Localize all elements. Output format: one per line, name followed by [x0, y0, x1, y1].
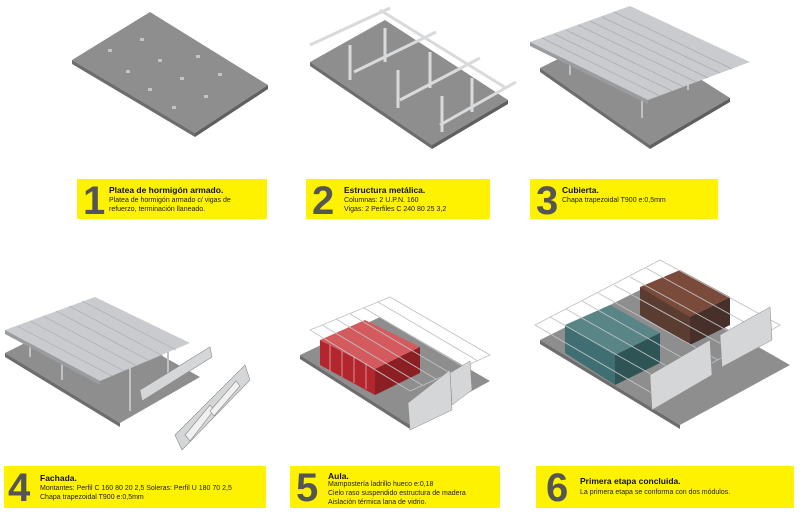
- step-number: 5: [296, 466, 319, 508]
- step-detail: La primera etapa se conforma con dos mód…: [580, 489, 731, 496]
- step-title: Primera etapa concluida.: [580, 476, 681, 486]
- step-number: 2: [312, 179, 335, 219]
- step-title: Platea de hormigón armado.: [109, 185, 224, 195]
- step-label-1: 1 Platea de hormigón armado. Platea de h…: [77, 179, 267, 219]
- step-label-5: 5 Aula. Mampostería ladrillo hueco e:0,1…: [290, 466, 500, 508]
- step-detail: refuerzo, terminación llaneado.: [109, 206, 206, 213]
- step-number: 4: [8, 466, 31, 508]
- step-number: 6: [546, 466, 569, 508]
- step-title: Aula.: [328, 471, 349, 481]
- facade-panels: [139, 346, 251, 451]
- step-label-4: 4 Fachada. Montantes: Perfil C 160 80 20…: [4, 466, 266, 508]
- step-detail: Cielo raso suspendido estructura de made…: [328, 490, 466, 497]
- step-label-2: 2 Estructura metálica. Columnas: 2 U.P.N…: [306, 179, 490, 219]
- roof-sheet: [5, 297, 190, 381]
- illustration-step-1: [0, 0, 270, 175]
- step-detail: Platea de hormigón armado c/ vigas de: [109, 197, 231, 204]
- step-detail: Columnas: 2 U.P.N. 160: [344, 197, 419, 204]
- illustration-step-6: [530, 245, 800, 460]
- step-number: 1: [83, 179, 106, 219]
- step-detail: Aislación térmica lana de vidrio.: [328, 499, 427, 506]
- concrete-slab: [72, 12, 268, 133]
- step-detail: Chapa trapezoidal T900 e:0,5mm: [40, 494, 144, 501]
- illustration-step-5: [290, 285, 540, 460]
- red-classroom-walls: [320, 320, 420, 395]
- step-title: Estructura metálica.: [344, 185, 426, 195]
- illustration-step-3: [530, 0, 800, 175]
- step-detail: Mampostería ladrillo hueco e:0,18: [328, 481, 434, 488]
- roof-sheet: [530, 6, 750, 100]
- step-title: Fachada.: [40, 473, 77, 483]
- step-label-6: 6 Primera etapa concluida. La primera et…: [536, 466, 794, 508]
- illustration-step-4: [0, 285, 270, 460]
- step-label-3: 3 Cubierta. Chapa trapezoidal T900 e:0,5…: [530, 179, 718, 219]
- step-detail: Vigas: 2 Perfiles C 240 80 25 3,2: [344, 206, 447, 213]
- step-number: 3: [536, 179, 559, 219]
- illustration-step-2: [290, 0, 540, 175]
- step-detail: Chapa trapezoidal T900 e:0,5mm: [562, 197, 666, 204]
- step-title: Cubierta.: [562, 185, 599, 195]
- module-1: [565, 305, 660, 385]
- step-detail: Montantes: Perfil C 160 80 20 2,5 Solera…: [40, 485, 232, 492]
